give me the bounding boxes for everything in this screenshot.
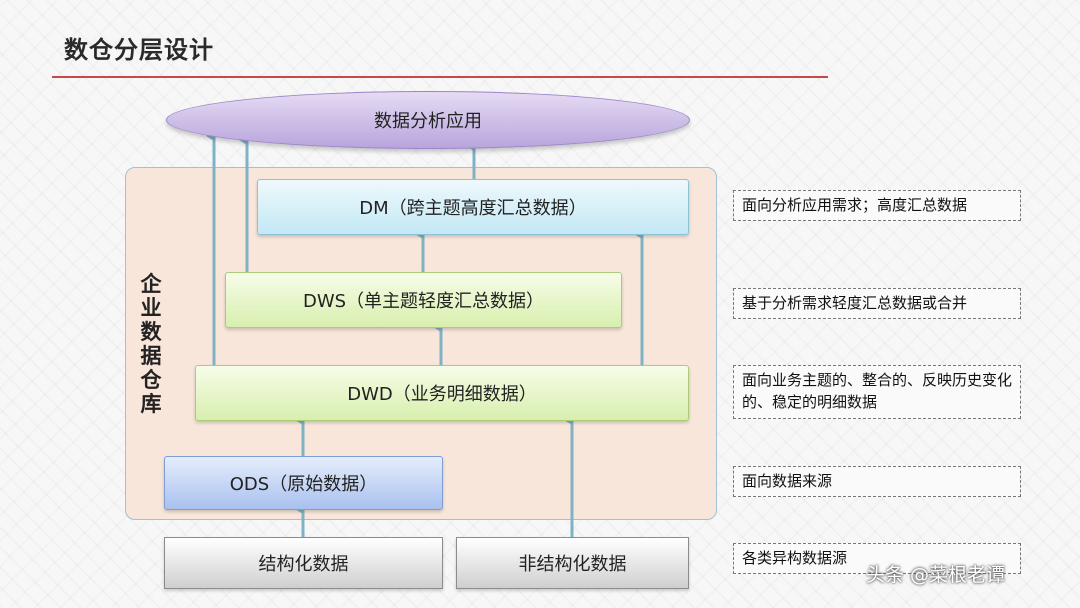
unstructured-data-source: 非结构化数据 [456,537,689,589]
ods-layer: ODS（原始数据） [164,456,443,510]
note-ods: 面向数据来源 [733,466,1021,497]
dws-layer: DWS（单主题轻度汇总数据） [225,272,622,328]
watermark: 头条 @菜根老谭 [866,564,1006,586]
title-underline [52,76,828,78]
page-title: 数仓分层设计 [64,36,214,64]
dm-layer: DM（跨主题高度汇总数据） [257,179,689,235]
note-dwd: 面向业务主题的、整合的、反映历史变化的、稳定的明细数据 [733,365,1021,419]
dwd-layer: DWD（业务明细数据） [195,365,689,421]
warehouse-label: 企业数据仓库 [140,272,162,416]
analysis-application-node: 数据分析应用 [166,91,690,149]
structured-data-source: 结构化数据 [164,537,443,589]
note-sources: 各类异构数据源 [733,543,1021,574]
note-dm: 面向分析应用需求；高度汇总数据 [733,190,1021,221]
note-dws: 基于分析需求轻度汇总数据或合并 [733,288,1021,319]
